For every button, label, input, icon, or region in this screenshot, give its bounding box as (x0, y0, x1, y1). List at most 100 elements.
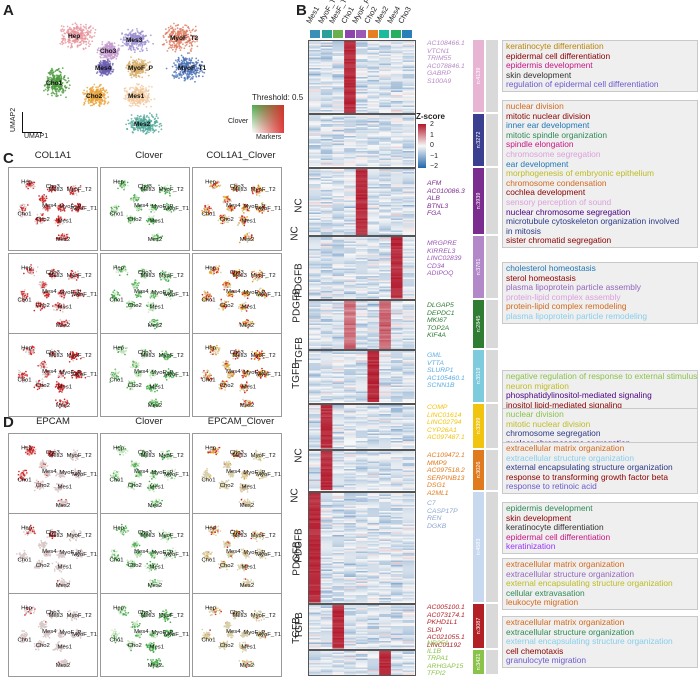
cluster-band-9: n:4583 (473, 492, 484, 602)
d-cond-nc: NC (289, 488, 301, 503)
gene-label: GML (427, 352, 442, 359)
sample-swatch-5 (367, 30, 378, 38)
go-term: microtubule cytoskeleton organization in… (506, 216, 680, 227)
gene-label: AC097487.1 (427, 434, 465, 442)
gene-label: NR2F1 (427, 640, 449, 647)
go-term: plasma lipoprotein particle assembly (506, 282, 641, 293)
svg-text:Hep: Hep (113, 179, 125, 185)
go-term: keratinocyte differentiation (506, 522, 604, 533)
go-term: extracellular structure organization (506, 568, 635, 579)
gene-label: TRPA1 (427, 655, 449, 663)
cluster-band-8: n:3026 (473, 450, 484, 490)
hm-cond-tgfb-1: TGFB (293, 337, 305, 364)
gene-label: VTTA (427, 359, 444, 367)
umap-xlabel: UMAP1 (24, 133, 49, 140)
go-term: epidermis development (506, 60, 593, 71)
cluster-label-mes4: Mes4 (95, 65, 112, 72)
cluster-label-myof_p: MyoF_P (128, 65, 154, 72)
svg-text:MyoF_T1: MyoF_T1 (256, 206, 281, 212)
cluster-band-11: n:3421 (473, 650, 484, 674)
go-term: phosphatidylinositol-mediated signaling (506, 390, 652, 401)
svg-text:Mes4: Mes4 (226, 203, 241, 209)
go-term: protein-lipid complex assembly (506, 291, 621, 302)
gene-label: CYP26A1 (427, 426, 457, 434)
go-term: cochlea development (506, 187, 586, 198)
svg-text:Mes2: Mes2 (56, 237, 70, 243)
sample-swatch-8 (402, 30, 412, 38)
cluster-band-5: n:2845 (473, 300, 484, 348)
gene-label: PKHD1L1 (427, 619, 458, 627)
go-term: external encapsulating structure organiz… (506, 578, 673, 589)
go-term: extracellular structure organization (506, 626, 635, 637)
gene-label: AC073174.1 (427, 611, 465, 619)
go-term: inner ear development (506, 120, 590, 131)
sample-swatch-7 (390, 30, 401, 38)
gene-label: S100A9 (427, 77, 452, 85)
gene-label: SCNN1B (427, 382, 455, 390)
svg-text:Cho1: Cho1 (109, 211, 123, 217)
gene-label: SERPINB13 (427, 474, 465, 482)
go-term: chromosome condensation (506, 177, 607, 188)
gene-label: C7 (427, 500, 436, 507)
gene-label: AC078846.1 (427, 62, 465, 70)
d-title-epcam: EPCAM (36, 416, 70, 427)
svg-text:Mes1: Mes1 (58, 219, 72, 225)
go-term: granulocyte migration (506, 655, 587, 666)
gene-label: IL1B (427, 647, 441, 655)
svg-text:MyoF_T2: MyoF_T2 (251, 187, 276, 193)
svg-text:MyoF_T2: MyoF_T2 (159, 187, 184, 193)
svg-text:Mes4: Mes4 (42, 203, 57, 209)
gene-label: TOP2A (427, 324, 450, 332)
gene-label: COMP (427, 404, 448, 411)
gene-label: DLGAP5 (427, 302, 454, 309)
go-term: chromosome segregation (506, 148, 601, 159)
gene-label: BTNL3 (427, 202, 449, 210)
svg-text:Cho1: Cho1 (201, 211, 215, 217)
go-term: response to retinoic acid (506, 481, 597, 492)
go-term: keratinization (506, 541, 556, 552)
sample-swatch-2 (333, 30, 343, 38)
heatmap-block-7 (308, 404, 416, 450)
go-term: mitotic nuclear division (506, 110, 591, 121)
d-title-clover: Clover (135, 416, 163, 427)
band-connector-6 (486, 350, 498, 402)
cluster-label-hep: Hep (68, 33, 80, 40)
heatmap-block-10 (308, 604, 416, 650)
c-title-col1a1-clover: COL1A1_Clover (206, 150, 276, 161)
gene-label: AC108466.1 (427, 40, 465, 47)
go-term: sister chromatid segregation (506, 235, 612, 246)
gene-label: AC105460.1 (427, 374, 465, 382)
umap-ylabel: UMAP2 (10, 107, 17, 132)
cluster-label-mes1: Mes1 (128, 93, 145, 100)
svg-text:MyoF_T2: MyoF_T2 (67, 187, 92, 193)
gene-label: AC109472.1 (427, 452, 465, 459)
gene-label: AC010086.3 (427, 187, 465, 195)
cluster-label-cho3: Cho3 (100, 48, 117, 55)
cluster-label-mes3: Mes3 (126, 37, 143, 44)
d-title-epcam-clover: EPCAM_Clover (207, 416, 275, 427)
band-connector-1 (486, 40, 498, 112)
band-connector-11 (486, 650, 498, 674)
gene-label: MMP9 (427, 459, 447, 467)
heatmap-block-5 (308, 300, 416, 350)
band-connector-8 (486, 450, 498, 490)
go-term: extracellular matrix organization (506, 617, 625, 627)
gene-label: AC097518.2 (427, 467, 465, 475)
cluster-band-3: n:3939 (473, 168, 484, 234)
cluster-label-myof_t1: MyoF_T1 (178, 65, 207, 72)
svg-text:Mes2: Mes2 (148, 237, 162, 243)
svg-text:Mes1: Mes1 (242, 219, 256, 225)
